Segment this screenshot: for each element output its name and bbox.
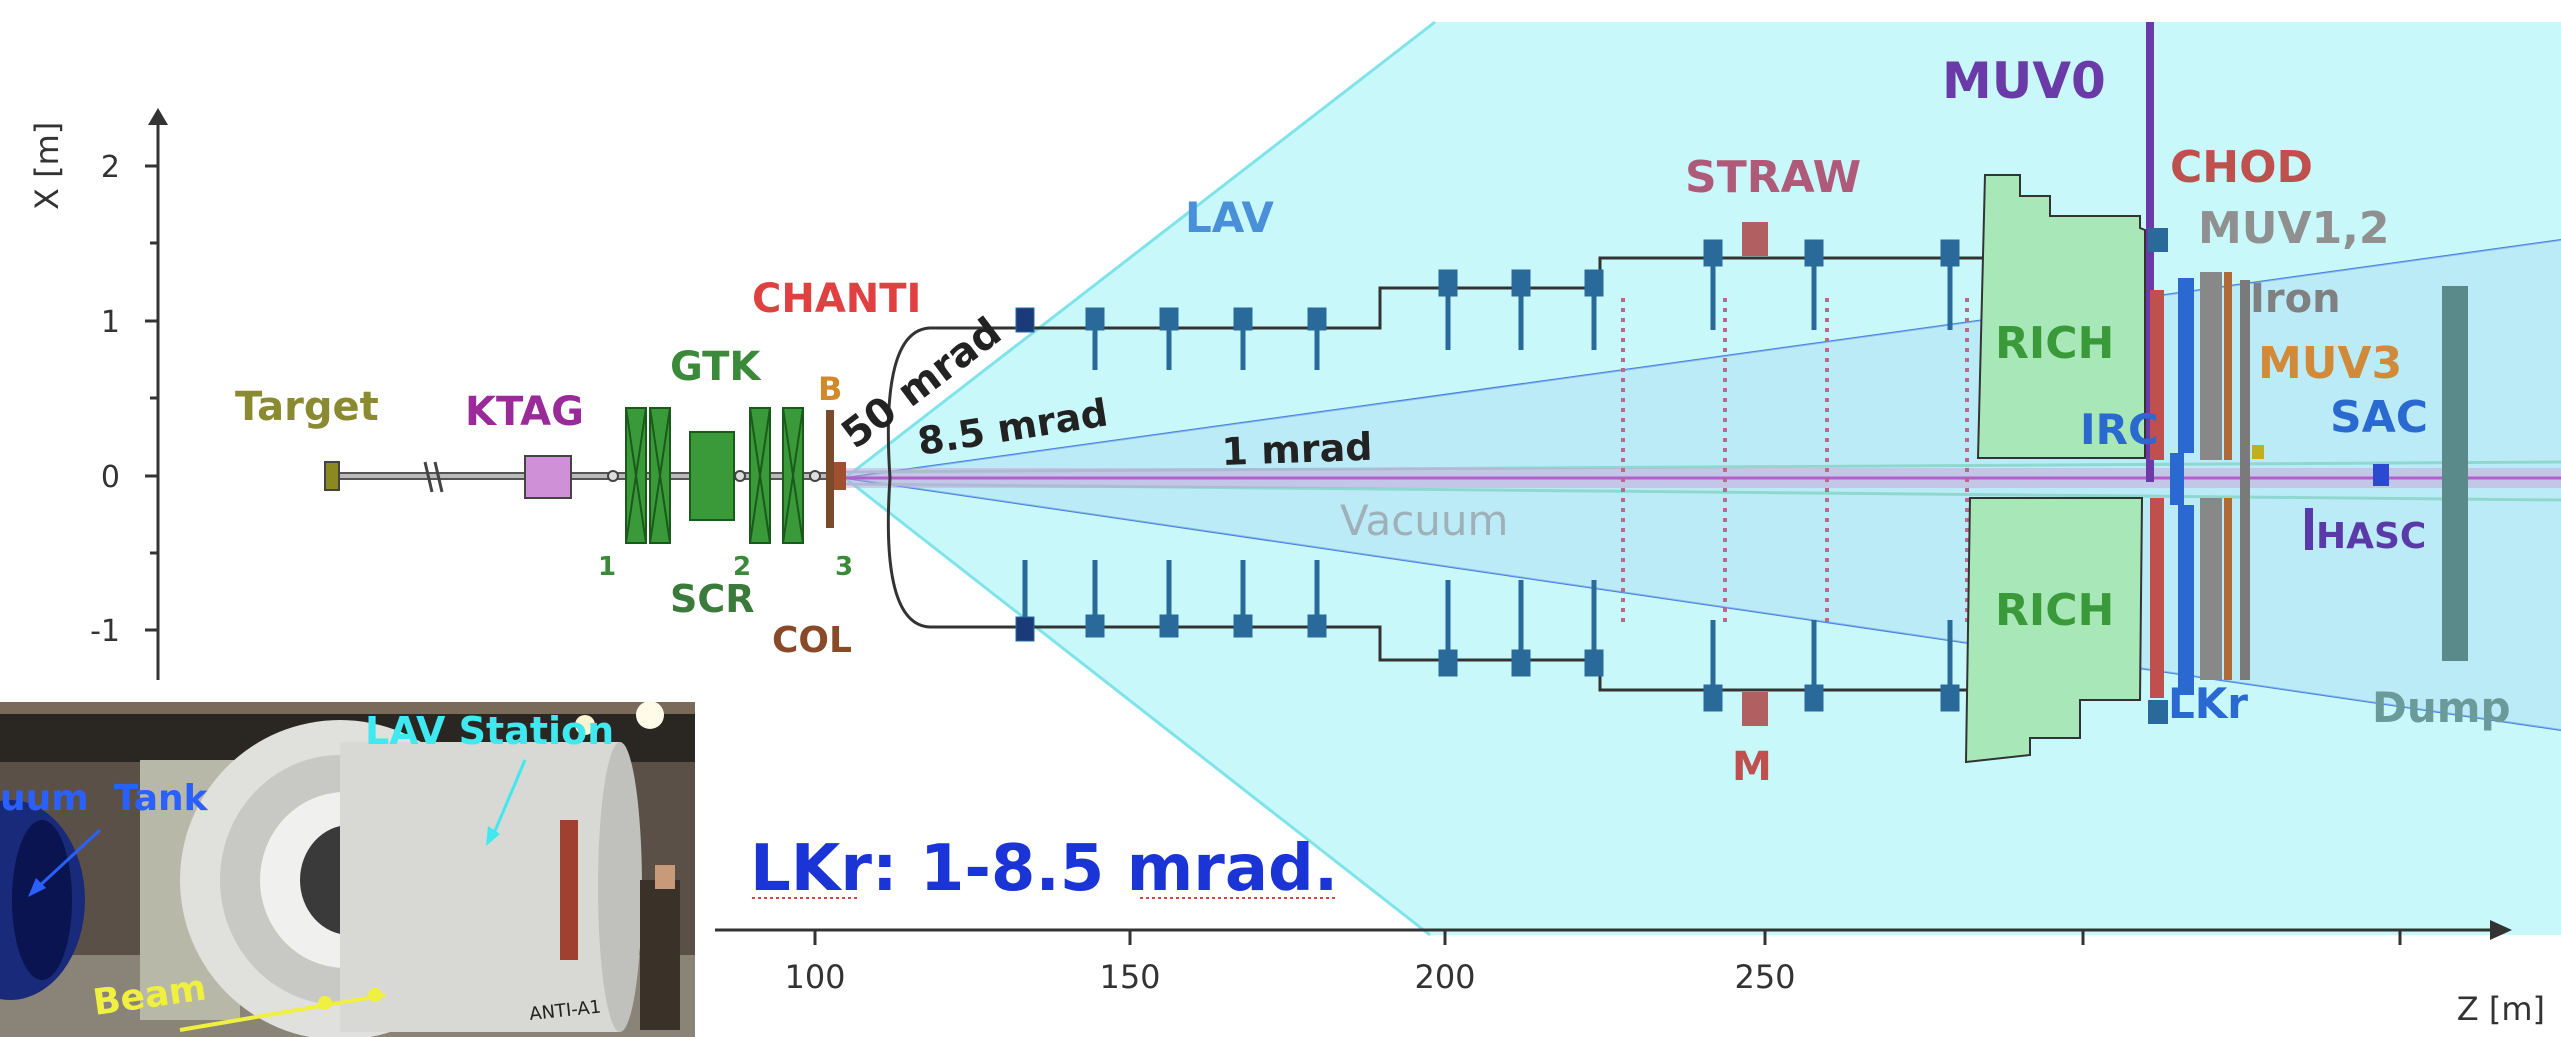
x-axis — [145, 115, 160, 680]
label-rich-top: RICH — [1995, 318, 2114, 369]
photo-label-lav-station: LAV Station — [365, 709, 614, 753]
label-target: Target — [235, 384, 379, 430]
z-axis-arrow — [2490, 920, 2512, 940]
label-ktag: KTAG — [465, 389, 584, 435]
straw-magnet-top — [1742, 222, 1768, 256]
lkr-block-bottom — [2178, 505, 2194, 695]
label-irc: IRC — [2080, 405, 2159, 454]
hasc-block — [2305, 508, 2313, 550]
label-gtk-2: 2 — [733, 552, 751, 582]
z-tick-250: 250 — [1734, 958, 1795, 996]
photo-beam-dot-1 — [318, 996, 332, 1010]
label-b: B — [818, 370, 842, 408]
label-lkr: LKr — [2168, 679, 2248, 728]
straw-magnet-bottom — [1742, 692, 1768, 726]
muv3-block — [2240, 280, 2250, 680]
chod-top — [2150, 290, 2164, 460]
rich-vessel-top — [1976, 174, 2146, 459]
ktag-block — [524, 455, 572, 499]
z-tick-200: 200 — [1414, 958, 1475, 996]
label-muv12: MUV1,2 — [2198, 203, 2390, 254]
photo-beam-dot-2 — [368, 988, 382, 1002]
x-tick-0: 0 — [101, 460, 120, 495]
chod-bottom — [2150, 498, 2164, 698]
label-straw: STRAW — [1685, 152, 1861, 203]
label-hasc: HASC — [2316, 516, 2426, 557]
label-m: M — [1732, 744, 1772, 790]
label-gtk: GTK — [670, 344, 762, 390]
photo-label-vacuum-tank: uum Tank — [0, 778, 209, 819]
lkr-marker-bottom — [2148, 700, 2168, 724]
label-gtk-1: 1 — [598, 552, 616, 582]
z-tick-150: 150 — [1099, 958, 1160, 996]
photo-arrow-tank — [33, 828, 102, 892]
x-tick-minus-1: -1 — [90, 614, 120, 649]
col-block — [826, 410, 834, 528]
lav-station-photo — [0, 701, 695, 1037]
photo-arrow-tank-head — [28, 878, 46, 897]
lav-stations — [1015, 239, 1960, 712]
label-muv0: MUV0 — [1942, 52, 2106, 110]
label-iron: Iron — [2250, 276, 2341, 322]
label-dump: Dump — [2372, 683, 2511, 732]
photo-beam-line — [179, 993, 386, 1032]
label-scr: SCR — [670, 577, 755, 621]
b-magnet — [834, 462, 846, 490]
x-tick-2: 2 — [101, 150, 120, 185]
x-axis-label: X [m] — [28, 122, 66, 210]
lkr-block-top — [2178, 278, 2194, 453]
dump-block — [2442, 286, 2468, 661]
acceptance-edge-top — [844, 20, 1436, 480]
rich-vessel-bottom — [1964, 497, 2144, 764]
muv12-top — [2200, 272, 2222, 460]
label-chanti: CHANTI — [752, 276, 921, 322]
beamline-lower — [844, 482, 2561, 502]
beamline-upper — [844, 460, 2561, 474]
label-rich-bottom: RICH — [1995, 585, 2114, 636]
label-muv3: MUV3 — [2258, 338, 2402, 389]
muv3-beam-marker — [2252, 445, 2264, 459]
target-block — [324, 461, 340, 491]
lkr-marker-top — [2148, 228, 2168, 252]
irc-block — [2170, 453, 2184, 505]
muv12-bottom — [2200, 498, 2222, 680]
x-axis-arrow — [148, 108, 168, 125]
label-vacuum: Vacuum — [1340, 496, 1508, 545]
photo-arrow-lav-head — [486, 826, 500, 846]
acceptance-edge-bottom — [844, 476, 1431, 937]
straw-chambers — [1621, 298, 1969, 625]
label-lav: LAV — [1185, 193, 1274, 242]
z-axis-label: Z [m] — [2457, 990, 2545, 1028]
photo-arrow-lav — [490, 759, 527, 839]
lkr-acceptance-note: LKr: 1-8.5 mrad. — [750, 832, 1338, 906]
label-gtk-3: 3 — [835, 552, 853, 582]
iron-top — [2224, 272, 2232, 460]
beamline-break — [423, 461, 444, 493]
label-col: COL — [772, 620, 852, 661]
sac-block — [2373, 464, 2389, 486]
gtk-magnets — [607, 407, 821, 544]
label-sac: SAC — [2330, 392, 2428, 443]
iron-bottom — [2224, 498, 2232, 680]
label-chod: CHOD — [2170, 142, 2313, 193]
z-axis — [715, 928, 2490, 945]
z-tick-100: 100 — [784, 958, 845, 996]
label-1-mrad: 1 mrad — [1221, 425, 1373, 474]
x-tick-1: 1 — [101, 305, 120, 340]
